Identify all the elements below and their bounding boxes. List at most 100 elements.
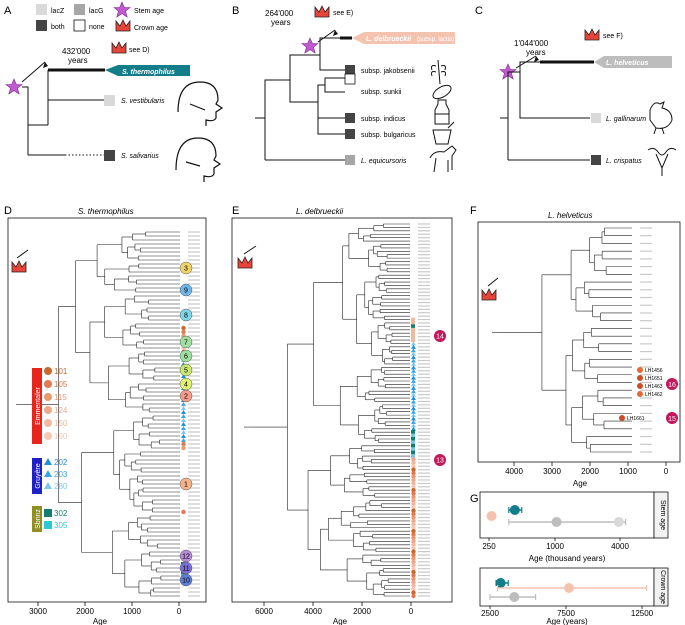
taxon-helveticus: L. helveticus bbox=[606, 60, 649, 67]
tip-marker bbox=[181, 434, 186, 438]
human-head-icon bbox=[175, 137, 222, 182]
tip-marker bbox=[411, 583, 416, 588]
title-f: L. helveticus bbox=[548, 211, 592, 220]
tip-marker bbox=[411, 522, 416, 527]
tip-marker bbox=[411, 426, 416, 431]
tip-marker bbox=[411, 399, 416, 404]
crown-arrow bbox=[487, 277, 499, 287]
age-b: 264'000 bbox=[265, 9, 294, 18]
data-point bbox=[486, 511, 497, 521]
tick-label: 4000 bbox=[505, 467, 523, 476]
age-c: 1'044'000 bbox=[514, 39, 549, 48]
wheat-icon bbox=[431, 59, 446, 85]
taxon-jakobsenii: subsp. jakobsenii bbox=[361, 68, 415, 75]
tip-marker bbox=[411, 406, 416, 411]
crown-icon bbox=[115, 19, 131, 32]
tip-marker bbox=[411, 491, 416, 496]
stem-points bbox=[486, 505, 627, 527]
tip-marker bbox=[411, 378, 416, 383]
tip-marker bbox=[181, 430, 186, 434]
panel-g-label: G bbox=[470, 493, 479, 505]
tip-marker bbox=[411, 402, 416, 407]
clade-marker bbox=[179, 349, 193, 363]
group-item: 302 bbox=[54, 509, 68, 518]
tip-marker bbox=[411, 389, 416, 394]
tip-marker bbox=[411, 511, 416, 517]
group-item: 150 bbox=[54, 419, 68, 428]
tip-marker bbox=[411, 358, 416, 363]
data-point bbox=[509, 592, 520, 602]
tip-marker bbox=[411, 593, 416, 599]
clade-number: 11 bbox=[182, 566, 189, 573]
tick-label: 7500 bbox=[557, 609, 575, 618]
tip-marker bbox=[411, 467, 416, 472]
tip-marker bbox=[411, 355, 416, 360]
tip-marker bbox=[411, 443, 415, 448]
tick-label: 2000 bbox=[353, 607, 371, 616]
data-point bbox=[564, 583, 575, 593]
unit-c: years bbox=[526, 48, 546, 57]
panel-e-label: E bbox=[232, 205, 239, 217]
human-head-icon bbox=[177, 81, 224, 126]
tip-marker bbox=[411, 556, 416, 561]
yogurt-cup-icon bbox=[432, 121, 455, 145]
arrow-head-icon bbox=[333, 30, 338, 36]
tick-label: 0 bbox=[177, 607, 182, 616]
tip-marker bbox=[181, 441, 186, 447]
tip-marker bbox=[411, 508, 416, 513]
tip-marker bbox=[411, 539, 416, 544]
stem-arrow bbox=[317, 29, 336, 43]
x-axis-d: 3000 2000 1000 0 Age bbox=[29, 602, 182, 625]
tip-marker bbox=[411, 505, 416, 510]
facet-crown-age: Crown age bbox=[659, 570, 666, 604]
legend-lacg: lacG bbox=[89, 8, 103, 15]
gene-swatch bbox=[104, 150, 115, 161]
group-sbrinz: Sbrinz bbox=[35, 509, 42, 529]
facet-strip bbox=[653, 491, 669, 539]
tip-marker bbox=[181, 426, 186, 430]
axis-label-e: Age bbox=[333, 617, 348, 625]
facet-strip bbox=[653, 567, 669, 607]
strain-label: LH1651 bbox=[645, 376, 663, 382]
tip-marker bbox=[411, 559, 416, 565]
crown-arrow bbox=[243, 245, 257, 255]
tip-marker bbox=[411, 416, 416, 421]
tip-marker bbox=[411, 419, 416, 424]
gene-swatch bbox=[591, 113, 601, 123]
tick-label: 6000 bbox=[255, 607, 273, 616]
data-point bbox=[551, 517, 562, 527]
tip-marker bbox=[411, 338, 415, 343]
tip-marker bbox=[411, 552, 416, 558]
chicken-icon bbox=[649, 101, 673, 135]
group-item: 280 bbox=[54, 482, 68, 491]
tree-a bbox=[22, 69, 110, 156]
tick-label: 3000 bbox=[543, 467, 561, 476]
tip-marker bbox=[411, 341, 416, 346]
group-bar-sbrinz bbox=[32, 506, 42, 532]
gene-swatch bbox=[345, 65, 355, 75]
tip-marker bbox=[411, 375, 416, 380]
tip-marker bbox=[411, 484, 416, 489]
clade-number: 1 bbox=[184, 482, 188, 489]
tip-marker bbox=[411, 351, 416, 356]
taxon-thermophilus: S. thermophilus bbox=[122, 69, 175, 76]
taxon-crispatus: L. crispatus bbox=[606, 158, 642, 165]
clade-labels-f: 16 15 bbox=[666, 378, 678, 424]
tip-labels-e bbox=[411, 223, 430, 599]
crown-icon bbox=[584, 28, 600, 41]
taxon-bulgaricus: subsp. bulgaricus bbox=[361, 132, 416, 139]
crown-points bbox=[489, 578, 648, 602]
group-legend-d: Emmentaler 101 105 115 124 150 190 Gruyè… bbox=[32, 367, 68, 532]
tip-marker bbox=[411, 566, 416, 571]
group-emmentaler: Emmentaler bbox=[35, 386, 42, 424]
tip-marker bbox=[411, 501, 416, 507]
tip-marker bbox=[181, 445, 186, 451]
crown-icon bbox=[237, 256, 253, 269]
tip-marker bbox=[181, 438, 186, 442]
plot-frame-f bbox=[477, 221, 681, 463]
tip-marker bbox=[411, 549, 416, 554]
group-bar-gruyere bbox=[32, 458, 42, 494]
x-axis-f: 4000 3000 2000 1000 0 Age bbox=[505, 462, 669, 488]
tree-c bbox=[500, 61, 590, 161]
